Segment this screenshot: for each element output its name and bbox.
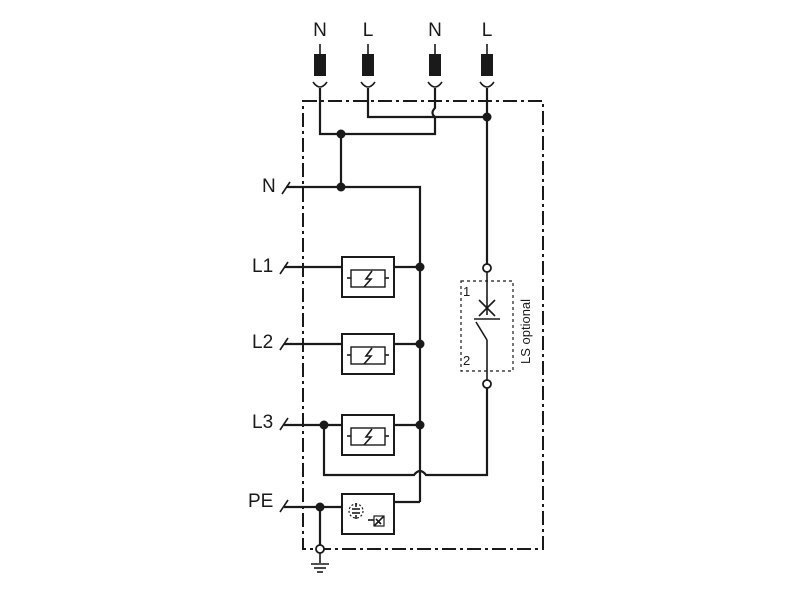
top-terminal-1 <box>312 44 328 88</box>
side-label-pe: PE <box>248 491 273 512</box>
breaker-label: LS optional <box>518 299 533 364</box>
junction-dot <box>415 339 425 349</box>
spark-gap-icon <box>348 503 385 527</box>
spark-gap-pe <box>341 493 395 535</box>
junction-dot <box>415 262 425 272</box>
top-terminal-4 <box>479 44 495 88</box>
side-label-l2: L2 <box>252 332 273 353</box>
optional-breaker: 1 2 LS optional <box>460 263 533 389</box>
top-terminal-label-2: L <box>363 20 374 41</box>
enclosure-outline <box>302 100 544 550</box>
surge-arrester-l1 <box>341 256 395 298</box>
junction-dot <box>336 182 346 192</box>
top-bus-wiring <box>318 88 489 265</box>
top-terminal-label-3: N <box>428 20 442 41</box>
ground-terminal <box>311 507 329 573</box>
top-terminal-label-1: N <box>313 20 327 41</box>
surge-arrester-icon <box>363 270 373 288</box>
junction-dot <box>336 129 346 139</box>
side-label-n: N <box>262 176 276 197</box>
junction-dot <box>415 420 425 430</box>
side-label-l3: L3 <box>252 412 273 433</box>
top-terminal-3 <box>427 44 443 88</box>
surge-arrester-l2 <box>341 333 395 375</box>
surge-arrester-l3 <box>341 414 395 456</box>
ground-icon <box>311 563 329 573</box>
top-terminal-2 <box>360 44 376 88</box>
side-label-l1: L1 <box>252 256 273 277</box>
breaker-pin-1: 1 <box>463 284 470 299</box>
l3-loop-wiring <box>322 388 489 477</box>
breaker-pin-2: 2 <box>463 353 470 368</box>
neutral-bus <box>286 185 422 502</box>
top-terminal-label-4: L <box>482 20 493 41</box>
surge-arrester-icon <box>363 428 373 446</box>
surge-arrester-icon <box>363 347 373 365</box>
junction-dot <box>482 112 492 122</box>
